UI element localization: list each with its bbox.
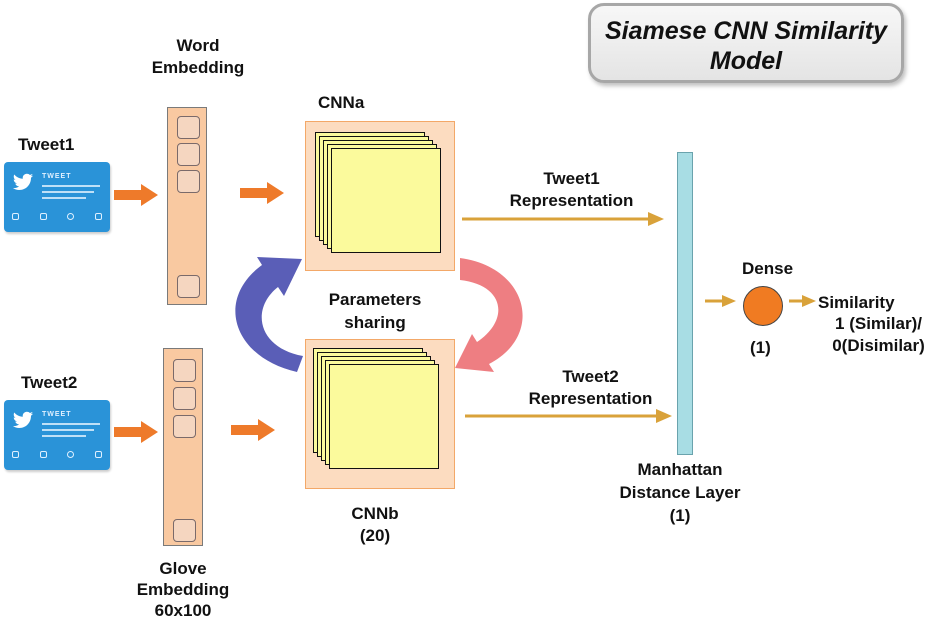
gold-arrows [462, 212, 816, 423]
manhattan-line-3: (1) [669, 506, 691, 525]
share-icon [94, 451, 102, 458]
embedding-cell [177, 143, 200, 166]
tweet1-card: TWEET [4, 162, 110, 232]
cnn-filter-sheet [331, 148, 441, 253]
arrow-right-icon [114, 184, 158, 206]
similarity-output-label: 1 (Similar)/ 0(Disimilar) [826, 313, 931, 357]
tweet1-representation-label: Tweet1 Representation [494, 168, 649, 212]
similarity-line-1: Similarity [818, 293, 895, 312]
tweet-text-line [42, 429, 94, 431]
share-icon [94, 213, 102, 220]
tweet2-label: Tweet2 [21, 373, 78, 392]
arrow-right-icon [231, 419, 275, 441]
embedding-cell [173, 387, 196, 410]
tweet-action-icons [12, 451, 102, 461]
manhattan-distance-label: Manhattan Distance Layer (1) [600, 458, 760, 527]
tweet2-rep-line-1: Tweet2 [562, 367, 619, 386]
cnnb-label: CNNb (20) [330, 503, 420, 547]
tweet1-rep-line-1: Tweet1 [543, 169, 600, 188]
manhattan-line-1: Manhattan [637, 460, 723, 479]
tweet-card-title: TWEET [42, 411, 72, 418]
glove-embedding-column [163, 348, 203, 546]
embedding-cell [173, 519, 196, 542]
similarity-line-2: 1 (Similar)/ [835, 314, 922, 333]
arrow-head-icon [656, 409, 672, 423]
arrow-head-icon [648, 212, 664, 226]
cnna-label: CNNa [318, 93, 365, 112]
word-embedding-label: Word Embedding [151, 36, 245, 77]
tweet-card-title: TWEET [42, 173, 72, 180]
tweet-text-line [42, 197, 86, 199]
similarity-label: Similarity [818, 292, 895, 314]
tweet2-card: TWEET [4, 400, 110, 470]
embedding-cell [177, 170, 200, 193]
arrow-head-icon [722, 295, 736, 307]
tweet1-label: Tweet1 [18, 135, 75, 154]
manhattan-line-2: Distance Layer [619, 483, 741, 502]
arrow-right-icon [114, 421, 158, 443]
parameters-sharing-label: Parameters sharing [310, 288, 440, 334]
dense-count-label: (1) [750, 338, 771, 357]
title-box: Siamese CNN Similarity Model [588, 3, 904, 83]
embedding-cell [173, 359, 196, 382]
glove-embedding-label: Glove Embedding 60x100 [128, 558, 238, 621]
tweet-text-line [42, 435, 86, 437]
reply-icon [12, 213, 19, 220]
tweet2-rep-line-2: Representation [528, 389, 653, 408]
glove-label-line-2: Embedding [136, 580, 230, 599]
similarity-line-3: 0(Disimilar) [832, 336, 925, 355]
manhattan-distance-bar [677, 152, 693, 455]
dense-label: Dense [742, 259, 794, 278]
dense-node [743, 286, 783, 326]
parameters-label-line-2: sharing [344, 313, 406, 332]
cnna-box [305, 121, 455, 271]
tweet-text-line [42, 191, 94, 193]
word-embedding-column [167, 107, 207, 305]
cnn-filter-sheet [329, 364, 439, 469]
parameter-sharing-curves [235, 257, 523, 372]
orange-arrows [114, 182, 284, 443]
arrow-right-icon [240, 182, 284, 204]
cnnb-label-count: (20) [359, 526, 391, 545]
parameters-label-line-1: Parameters [328, 290, 422, 309]
pink-curved-arrow-icon [455, 258, 523, 372]
embedding-cell [177, 116, 200, 139]
glove-label-line-3: 60x100 [154, 601, 212, 620]
arrow-head-icon [802, 295, 816, 307]
tweet-text-line [42, 185, 100, 187]
tweet-text-line [42, 423, 100, 425]
glove-label-line-1: Glove [159, 559, 207, 578]
tweet2-representation-label: Tweet2 Representation [513, 366, 668, 410]
twitter-bird-icon [12, 411, 34, 428]
embedding-cell [177, 275, 200, 298]
cnnb-box [305, 339, 455, 489]
like-icon [67, 451, 75, 458]
retweet-icon [39, 451, 47, 458]
blue-curved-arrow-icon [235, 257, 303, 372]
like-icon [67, 213, 75, 220]
tweet1-rep-line-2: Representation [509, 191, 634, 210]
tweet-action-icons [12, 213, 102, 223]
twitter-bird-icon [12, 173, 34, 190]
embedding-cell [173, 415, 196, 438]
diagram-title: Siamese CNN Similarity Model [604, 17, 888, 75]
retweet-icon [39, 213, 47, 220]
reply-icon [12, 451, 19, 458]
cnnb-label-name: CNNb [351, 504, 399, 523]
